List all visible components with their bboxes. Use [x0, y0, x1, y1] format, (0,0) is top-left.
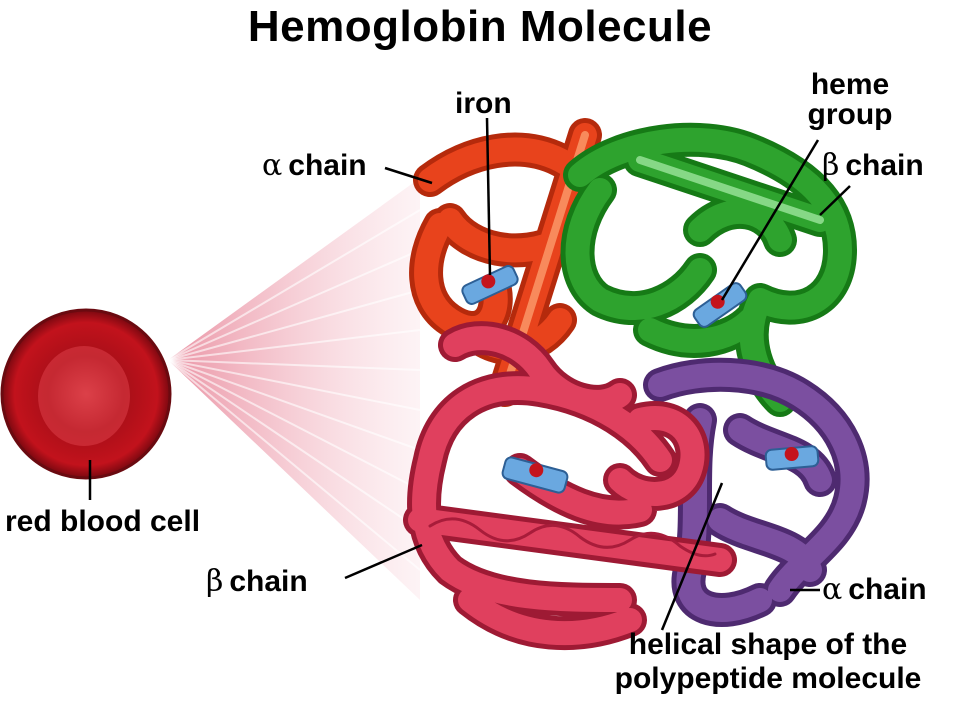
diagram-title: Hemoglobin Molecule	[247, 2, 713, 51]
heme-groups	[461, 265, 820, 494]
label-heme-group-line2: group	[807, 98, 893, 131]
beta-symbol: β	[206, 564, 224, 599]
beta-symbol: β	[822, 148, 840, 183]
magnification-rays	[167, 178, 421, 600]
beta-chain-bottom-subunit	[403, 321, 737, 651]
label-heme-group-line1: heme	[810, 68, 890, 101]
chain-text: chain	[288, 149, 367, 182]
alpha-symbol: α	[822, 572, 843, 607]
label-iron: iron	[455, 87, 512, 120]
chain-text: chain	[848, 573, 927, 606]
beta-chain-top-subunit	[560, 122, 857, 417]
red-blood-cell	[0, 308, 172, 480]
leader-lines	[88, 117, 851, 631]
label-red-blood-cell: red blood cell	[5, 505, 201, 538]
label-helical-shape: helical shape of the polypeptide molecul…	[580, 628, 956, 696]
label-helical-shape-line2: polypeptide molecule	[614, 662, 922, 695]
alpha-symbol: α	[262, 148, 283, 183]
label-heme-group: heme group	[780, 70, 920, 130]
label-helical-shape-line1: helical shape of the	[628, 628, 908, 661]
chain-text: chain	[845, 149, 924, 182]
chain-text: chain	[229, 565, 308, 598]
